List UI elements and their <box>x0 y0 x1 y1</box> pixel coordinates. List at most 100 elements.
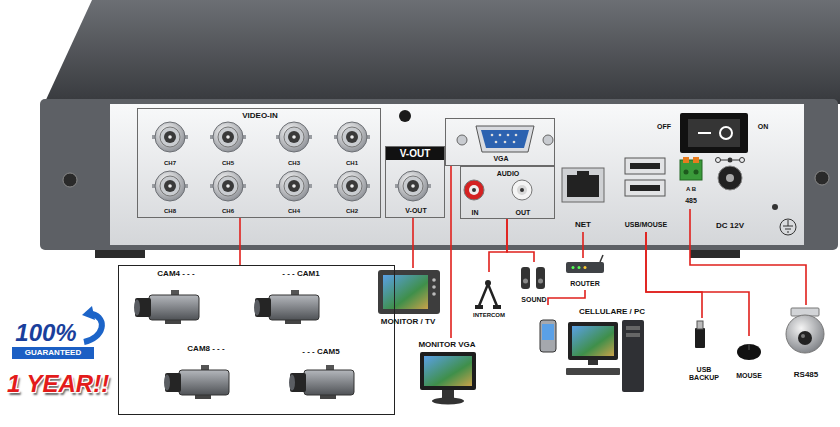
tv-monitor-icon <box>378 270 440 314</box>
video-input-connectors <box>210 122 246 152</box>
camera-group-illustration <box>164 365 229 399</box>
usb-ports <box>625 158 665 174</box>
audio-jacks <box>464 180 484 200</box>
vga-connector <box>491 134 494 137</box>
network-jack <box>562 168 604 202</box>
power-jack <box>740 158 745 163</box>
vga-connector <box>513 141 516 144</box>
port-label: VIDEO-IN <box>242 112 278 121</box>
power-jack <box>718 166 742 190</box>
tv-monitor-icon <box>378 270 440 314</box>
ground-symbol <box>772 204 796 235</box>
power-switch <box>680 113 748 153</box>
usb-ports <box>630 185 660 191</box>
tv-monitor-icon <box>432 278 436 282</box>
channel-label: CH5 <box>222 160 234 167</box>
power-switch <box>698 132 711 134</box>
switch-label: OFF <box>657 123 671 131</box>
intercom-icon <box>475 305 483 309</box>
rs485-terminal-block <box>680 157 702 180</box>
tv-monitor-icon <box>432 292 436 296</box>
port-label: ROUTER <box>570 280 600 288</box>
vga-monitor: MONITOR VGA <box>414 338 480 408</box>
video-out-panel: V-OUTV-OUT <box>385 146 445 218</box>
vga-connector <box>504 141 507 144</box>
mouse-device: MOUSE <box>730 336 768 384</box>
switch-label: ON <box>758 123 769 131</box>
speaker-icon <box>538 279 543 284</box>
speaker-icon <box>521 267 545 289</box>
video-input-connectors <box>152 122 431 201</box>
channel-label: CH1 <box>346 160 358 167</box>
router-device: ROUTER <box>560 258 610 290</box>
ground-symbol <box>785 229 791 230</box>
speaker-device: SOUND <box>516 262 552 306</box>
connection-wire <box>582 232 584 258</box>
channel-label: CH7 <box>164 160 176 167</box>
usb-stick-icon <box>695 328 705 348</box>
vga-monitor-icon <box>424 356 472 386</box>
audio-jacks <box>464 180 532 200</box>
connection-wire <box>548 290 585 305</box>
port-label: MOUSE <box>736 372 762 380</box>
video-input-connectors <box>334 122 370 152</box>
camera-group-illustration <box>289 365 354 399</box>
connection-wire <box>646 232 702 318</box>
guarantee-badge <box>12 306 102 359</box>
phone-pc-icon <box>542 324 554 340</box>
channel-label: CH4 <box>288 208 300 215</box>
phone-pc-icon <box>588 360 598 365</box>
video-input-connectors <box>152 122 188 152</box>
router-icon <box>584 266 587 269</box>
panel-heading: V-OUT <box>386 147 444 160</box>
vga-port-panel: VGA <box>445 118 555 166</box>
video-input-connectors <box>395 171 431 201</box>
phone-pc-icon <box>622 320 644 392</box>
speaker-icon <box>536 267 545 289</box>
phone-pc-icon <box>566 368 620 375</box>
intercom-icon <box>479 284 497 306</box>
connection-wire <box>507 219 534 262</box>
rs485-terminal-block <box>693 157 699 163</box>
connection-wire <box>450 166 452 338</box>
connection-wire <box>690 209 806 305</box>
audio-jacks <box>472 188 476 192</box>
audio-jacks <box>469 185 479 195</box>
camera-group-illustration <box>254 290 319 324</box>
guarantee-badge <box>82 306 95 320</box>
phone-pc-icon <box>568 322 618 360</box>
tv-monitor: MONITOR / TV <box>372 268 444 328</box>
connection-wire <box>412 218 414 268</box>
port-label: USB BACKUP <box>686 366 722 381</box>
phone-pc-icon <box>572 326 614 356</box>
badge-year: 1 YEAR!! <box>7 371 109 397</box>
port-label: AUDIO <box>497 170 520 178</box>
vga-connector <box>476 126 534 152</box>
camera-group-illustration <box>118 265 395 415</box>
video-input-connectors <box>334 171 370 201</box>
intercom-icon <box>485 280 491 286</box>
port-label: INTERCOM <box>473 312 505 319</box>
port-label: CELLULARE / PC <box>579 308 645 317</box>
video-input-connectors <box>276 171 312 201</box>
power-jack <box>733 160 740 161</box>
vga-monitor-icon <box>420 352 476 405</box>
vga-monitor-icon <box>420 352 476 390</box>
guarantee-badge <box>12 347 94 359</box>
intercom-icon <box>493 305 501 309</box>
vga-connector <box>507 134 510 137</box>
dvr-chassis <box>40 0 840 258</box>
network-jack <box>567 175 599 197</box>
phone-pc-icon <box>626 333 640 337</box>
usb-port: USB/MOUSE <box>618 152 674 232</box>
network-jack <box>562 168 604 202</box>
mouse-icon <box>749 344 750 350</box>
vga-connector <box>457 135 467 145</box>
port-label: VGA <box>493 155 508 163</box>
connection-wire <box>489 219 507 272</box>
vga-monitor-icon <box>432 398 464 405</box>
tv-monitor-icon <box>383 275 428 309</box>
port-label: - - - CAM5 <box>302 348 339 357</box>
mouse-icon <box>737 344 761 360</box>
